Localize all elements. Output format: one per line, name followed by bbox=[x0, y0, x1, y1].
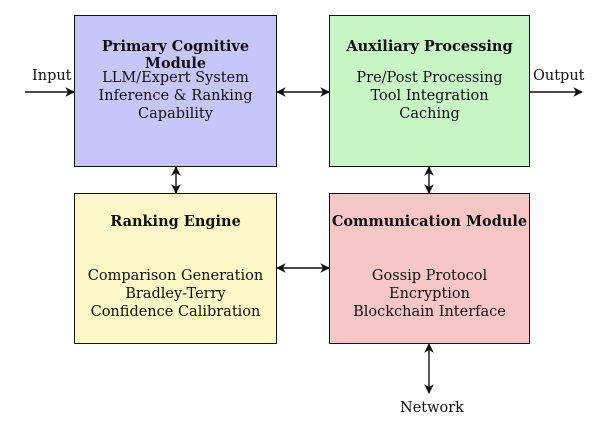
primary-module-line: Inference & Ranking bbox=[98, 88, 253, 104]
communication-module: Communication Module Gossip Protocol Enc… bbox=[329, 193, 530, 344]
ranking-module-lines: Comparison Generation Bradley-Terry Conf… bbox=[75, 267, 276, 321]
primary-module-line: LLM/Expert System bbox=[102, 70, 249, 86]
ranking-module-line: Comparison Generation bbox=[87, 268, 264, 284]
primary-cognitive-module: Primary Cognitive Module LLM/Expert Syst… bbox=[74, 15, 277, 167]
ranking-module-line: Bradley-Terry bbox=[125, 286, 226, 302]
output-label: Output bbox=[533, 68, 585, 84]
input-label: Input bbox=[32, 68, 72, 84]
communication-module-line: Blockchain Interface bbox=[353, 304, 506, 320]
auxiliary-module-title: Auxiliary Processing bbox=[346, 38, 513, 55]
ranking-engine-module: Ranking Engine Comparison Generation Bra… bbox=[74, 193, 277, 344]
auxiliary-module-line: Caching bbox=[399, 106, 460, 122]
auxiliary-module-line: Pre/Post Processing bbox=[356, 70, 503, 86]
network-label: Network bbox=[400, 400, 464, 416]
communication-module-line: Gossip Protocol bbox=[371, 268, 488, 284]
primary-module-title: Primary Cognitive Module bbox=[101, 38, 250, 72]
communication-module-line: Encryption bbox=[389, 286, 470, 302]
auxiliary-module-lines: Pre/Post Processing Tool Integration Cac… bbox=[330, 69, 529, 123]
ranking-module-title: Ranking Engine bbox=[110, 213, 241, 230]
ranking-module-line: Confidence Calibration bbox=[90, 304, 261, 320]
primary-module-line: Capability bbox=[138, 106, 213, 122]
primary-module-lines: LLM/Expert System Inference & Ranking Ca… bbox=[75, 69, 276, 123]
auxiliary-module-line: Tool Integration bbox=[370, 88, 489, 104]
auxiliary-processing-module: Auxiliary Processing Pre/Post Processing… bbox=[329, 15, 530, 167]
communication-module-lines: Gossip Protocol Encryption Blockchain In… bbox=[330, 267, 529, 321]
communication-module-title: Communication Module bbox=[331, 213, 528, 230]
